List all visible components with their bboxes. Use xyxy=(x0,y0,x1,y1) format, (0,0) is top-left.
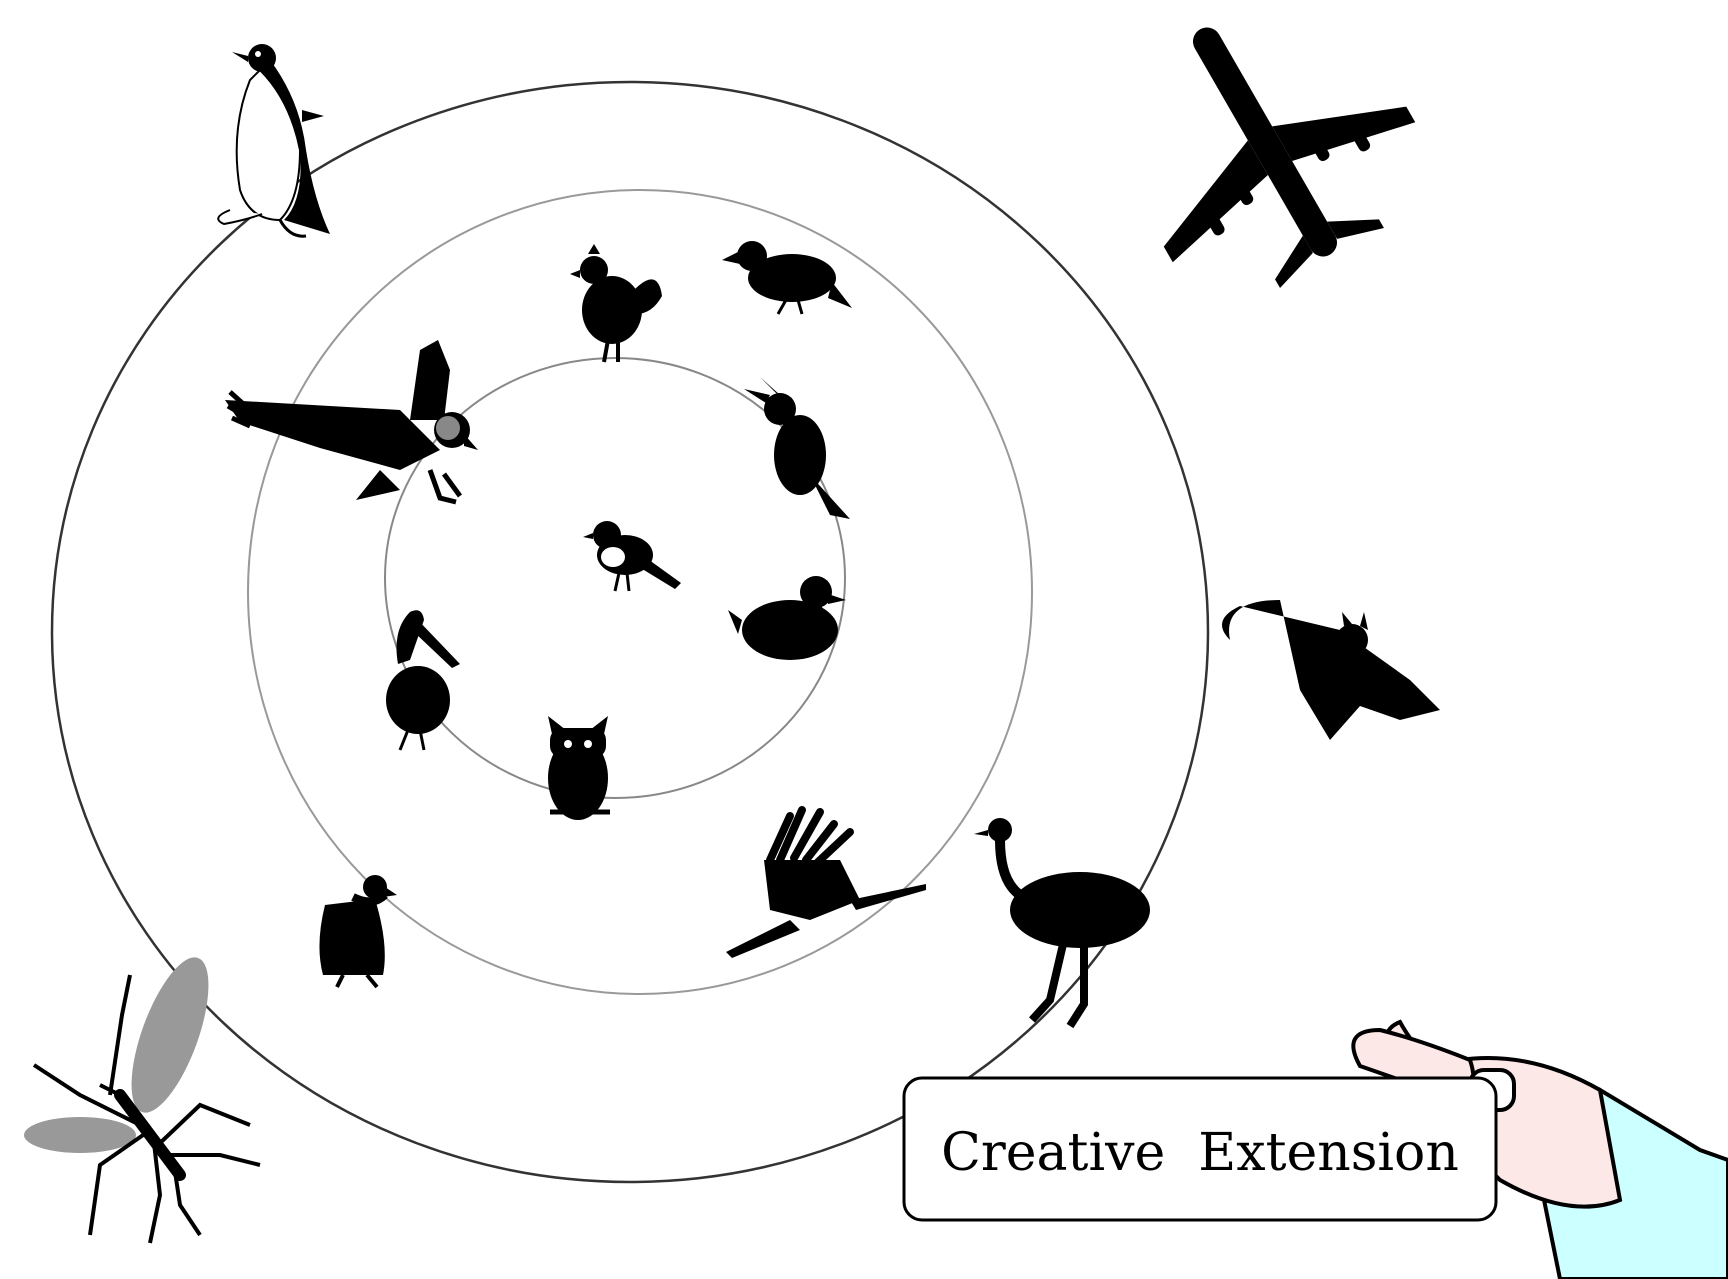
cockatoo-icon xyxy=(744,377,850,519)
penguin-icon xyxy=(217,44,330,238)
label-box xyxy=(902,1076,1498,1222)
chicken-icon xyxy=(570,244,662,363)
outer-ring xyxy=(50,80,1210,1184)
airplane-icon xyxy=(1163,27,1416,289)
inner-ring xyxy=(384,357,846,799)
robin-icon xyxy=(583,521,681,592)
ostrich-icon xyxy=(974,818,1150,1029)
bat-icon xyxy=(1222,600,1440,740)
vulture-icon xyxy=(319,875,397,989)
pelican-icon xyxy=(386,610,460,751)
mosquito-icon xyxy=(24,957,261,1244)
creative-extension-label: Creative Extension xyxy=(902,1076,1498,1222)
owl-icon xyxy=(548,716,610,820)
eagle-icon xyxy=(225,340,478,505)
duck-icon xyxy=(728,576,846,660)
heron-icon xyxy=(726,806,926,958)
middle-ring xyxy=(247,189,1033,995)
crow-icon xyxy=(722,241,852,315)
label-text: Creative Extension xyxy=(941,1123,1459,1183)
